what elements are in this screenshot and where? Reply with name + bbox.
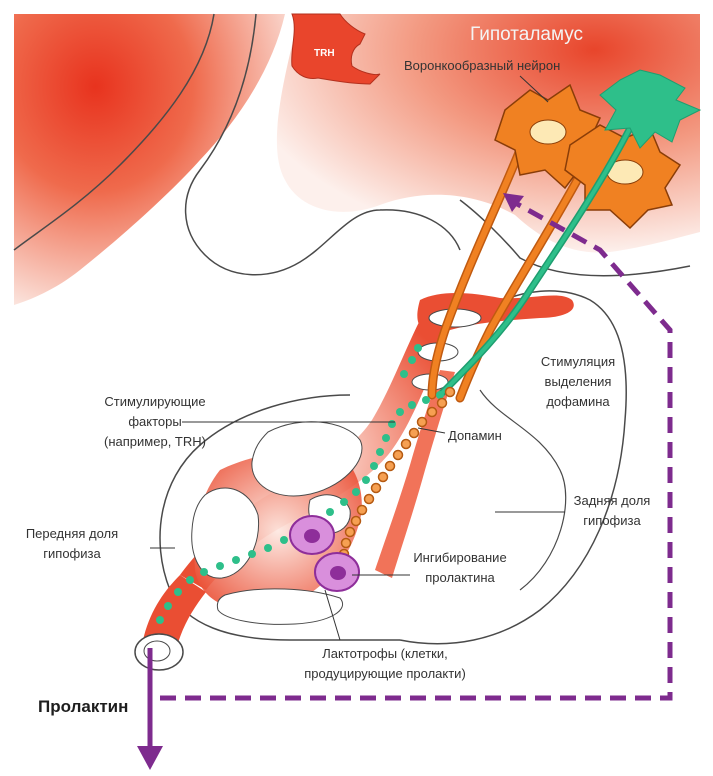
lactotrophs-line-2: продуцирующие пролакти) [304, 666, 466, 681]
posterior-lobe-line-2: гипофиза [583, 513, 641, 528]
stimulation-line-1: Стимуляция [541, 354, 615, 369]
stimulating-factors-line-2: факторы [128, 414, 181, 429]
stimulation-line-3: дофамина [546, 394, 610, 409]
sinusoid-6 [217, 589, 342, 625]
anterior-lobe-line-1: Передняя доля [26, 526, 118, 541]
anterior-lobe-line-2: гипофиза [43, 546, 101, 561]
prolactin-label: Пролактин [38, 697, 128, 716]
lactotrophs-line-1: Лактотрофы (клетки, [322, 646, 447, 661]
inhibition-line-1: Ингибирование [413, 550, 506, 565]
trh-label: TRH [314, 48, 335, 59]
funnel-neuron-label: Воронкообразный нейрон [404, 58, 560, 73]
stimulating-factors-line-3: (например, TRH) [104, 434, 206, 449]
hypothalamus-label: Гипоталамус [470, 24, 583, 45]
stimulating-factors-line-1: Стимулирующие [104, 394, 205, 409]
inhibition-line-2: пролактина [425, 570, 495, 585]
stimulation-line-2: выделения [545, 374, 612, 389]
dopamine-label: Допамин [448, 428, 502, 443]
prolactin-arrowhead [137, 746, 163, 770]
posterior-lobe-line-1: Задняя доля [574, 493, 651, 508]
hypothalamus-left-region [14, 14, 285, 305]
